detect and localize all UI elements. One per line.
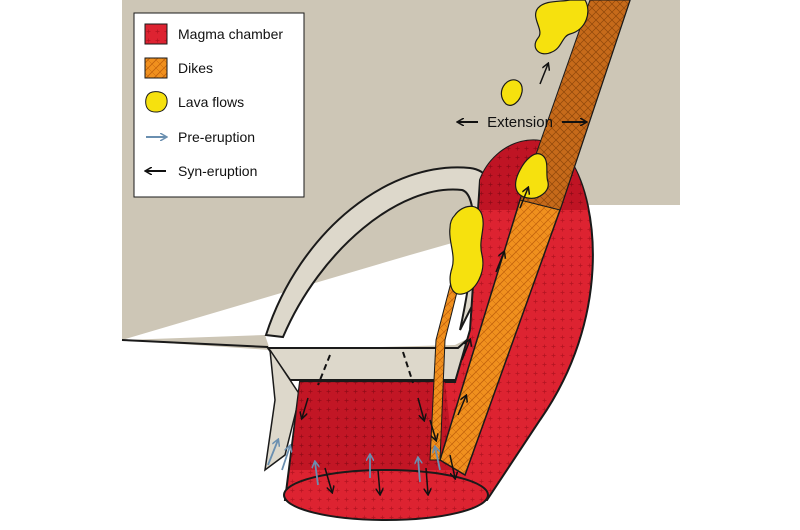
legend-label-syn-eruption: Syn-eruption [178, 163, 257, 179]
lava-flow-4 [449, 205, 484, 295]
legend-label-dikes: Dikes [178, 60, 213, 76]
legend-swatch-lava [145, 91, 168, 113]
fault-dashed-left [317, 354, 331, 386]
syn-arrow-1 [324, 467, 332, 492]
dike-arrow-2 [461, 340, 470, 361]
legend-label-pre-eruption: Pre-eruption [178, 129, 255, 145]
pre-arrow-3 [315, 462, 318, 486]
syn-arrow-4 [449, 454, 455, 478]
magma-chamber-base [283, 469, 489, 521]
lava-flow-2 [500, 79, 523, 106]
syn-arrow-fault-left [302, 397, 309, 418]
syn-arrow-fault-right2 [429, 419, 436, 440]
dike-arrow-5 [539, 64, 548, 85]
legend-label-lava: Lava flows [178, 94, 244, 110]
pre-arrow-1 [267, 440, 278, 466]
legend-label-magma: Magma chamber [178, 26, 283, 42]
dike-arrow-4 [519, 188, 528, 209]
extension-annotation: Extension [458, 114, 586, 131]
syn-arrow-fault-right [417, 397, 424, 420]
pre-arrow-5 [418, 458, 420, 483]
dike-arrow-3 [495, 252, 504, 273]
legend-swatch-magma [144, 23, 168, 45]
main-dike-upper [519, 0, 631, 211]
ground-edge-line [121, 339, 269, 348]
magma-chamber-shadow [290, 382, 455, 470]
syn-arrow-3 [426, 467, 428, 494]
pre-arrow-6 [435, 447, 441, 471]
fault-dashed-right [402, 351, 414, 384]
pre-arrow-2 [281, 446, 290, 471]
legend-swatch-dike [144, 57, 168, 79]
extension-label: Extension [487, 114, 553, 131]
legend: Magma chamber Dikes Lava flows Pre-erupt… [133, 12, 305, 198]
caldera-floor [266, 327, 479, 381]
lava-flow-1 [534, 0, 589, 55]
syn-arrow-2 [378, 469, 380, 494]
caldera-ring-fault [264, 166, 496, 339]
dike-arrow-1 [457, 396, 466, 416]
